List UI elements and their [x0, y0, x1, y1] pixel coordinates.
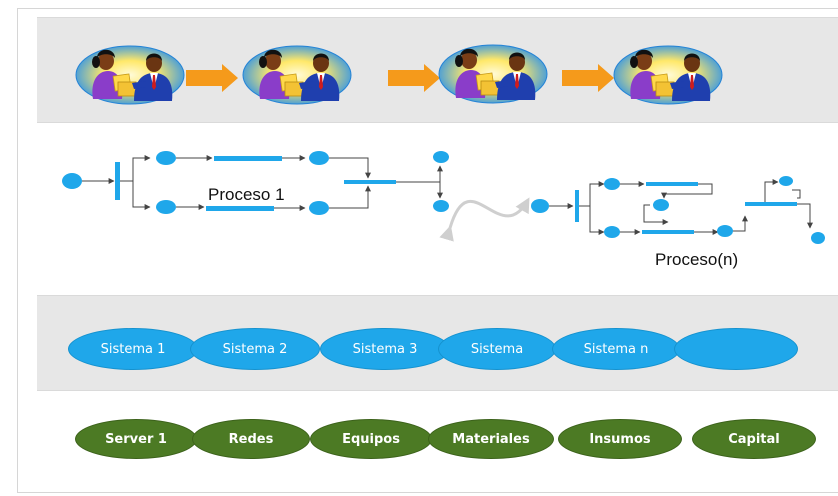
process-1-flow: [62, 151, 449, 215]
resource-server-1: Server 1: [75, 419, 197, 459]
curved-double-arrow-icon: [439, 197, 530, 242]
flow-node: [653, 199, 669, 211]
resource-redes: Redes: [192, 419, 310, 459]
system-generic: Sistema: [438, 328, 556, 370]
resource-equipos: Equipos: [310, 419, 432, 459]
flow-node: [433, 151, 449, 163]
flow-node: [62, 173, 82, 189]
process-n-flow: [531, 176, 825, 244]
flow-node: [433, 200, 449, 212]
orange-arrow-icon-2: [388, 64, 440, 92]
meeting-clipart-icon-3: [438, 44, 548, 104]
orange-arrow-icon-3: [562, 64, 614, 92]
resource-capital: Capital: [692, 419, 816, 459]
meeting-clipart-icon-2: [242, 45, 352, 105]
meeting-clipart-icon-1: [75, 45, 185, 105]
flow-node: [156, 200, 176, 214]
process-1-label: Proceso 1: [208, 185, 285, 204]
resource-materiales: Materiales: [428, 419, 554, 459]
flow-node: [309, 151, 329, 165]
flow-node: [779, 176, 793, 186]
flow-node: [531, 199, 549, 213]
flow-node: [604, 226, 620, 238]
resource-insumos: Insumos: [558, 419, 682, 459]
system-n: Sistema n: [552, 328, 680, 370]
orange-arrow-icon-1: [186, 64, 238, 92]
process-n-label: Proceso(n): [655, 250, 739, 269]
system-2: Sistema 2: [190, 328, 320, 370]
system-1: Sistema 1: [68, 328, 198, 370]
flow-node: [604, 178, 620, 190]
system-3: Sistema 3: [320, 328, 450, 370]
system-blank: [674, 328, 798, 370]
flow-node: [717, 225, 733, 237]
meeting-clipart-icon-4: [613, 45, 723, 105]
flow-node: [811, 232, 825, 244]
flow-node: [156, 151, 176, 165]
flow-node: [309, 201, 329, 215]
